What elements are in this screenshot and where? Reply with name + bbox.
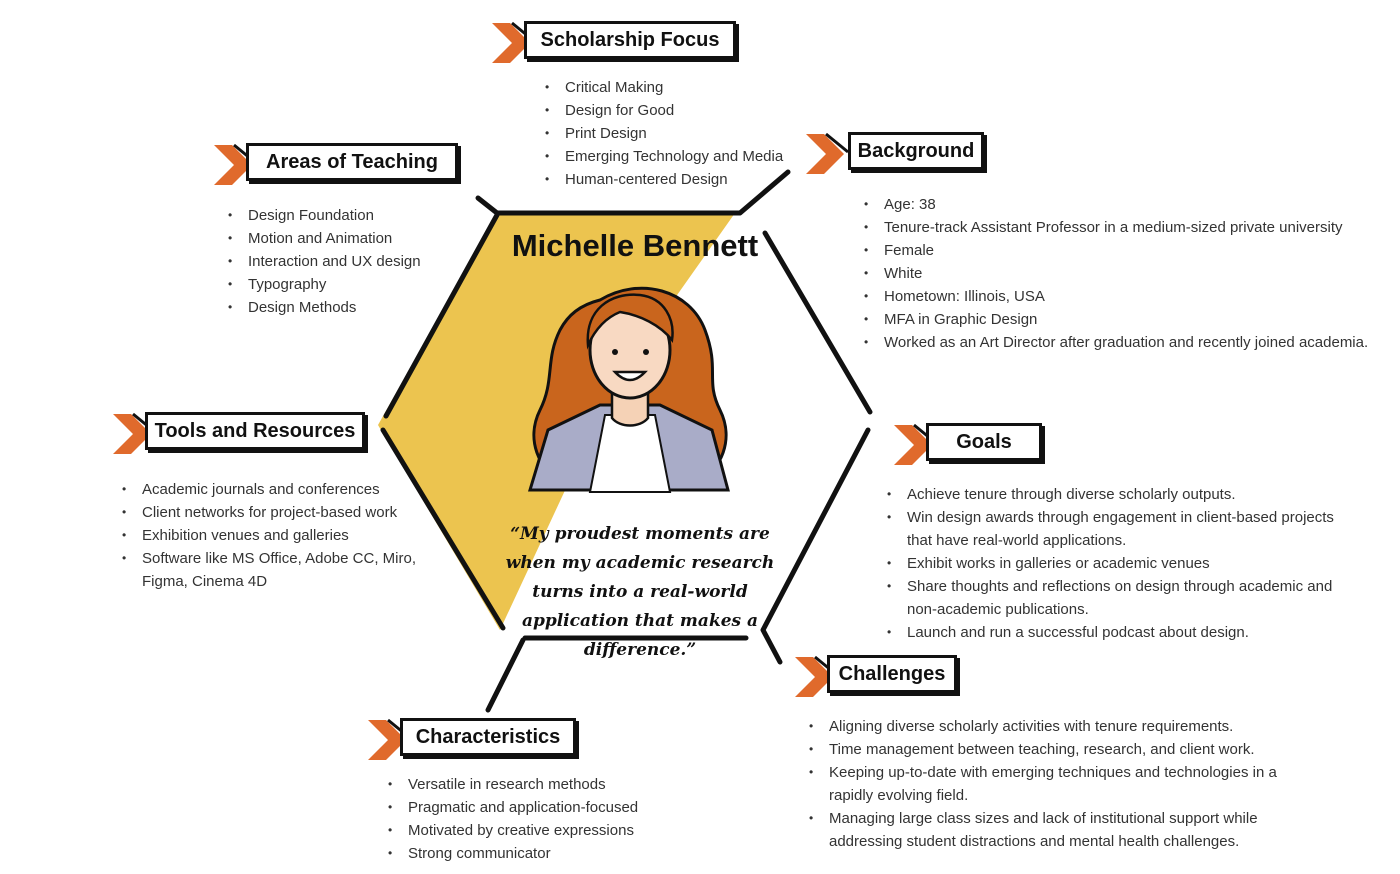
section-title-box: Scholarship Focus [524,21,736,59]
list-item: Achieve tenure through diverse scholarly… [885,483,1360,506]
woman-portrait-icon [527,286,730,493]
list-item: Tenure-track Assistant Professor in a me… [862,216,1382,239]
hexagon-edge-top [475,169,791,216]
list-item: Design Methods [226,296,466,319]
hexagon-edge-bottom-left [485,637,526,713]
list-item: Typography [226,273,466,296]
list-item: Academic journals and conferences [120,478,420,501]
list-item: Design Foundation [226,204,466,227]
hexagon-edge-right [760,427,871,665]
section-title-box: Challenges [827,655,957,693]
list-item: Launch and run a successful podcast abou… [885,621,1360,644]
list-item: Aligning diverse scholarly activities wi… [807,715,1297,738]
list-item: Pragmatic and application-focused [386,796,666,819]
list-item: Age: 38 [862,193,1382,216]
section-header-areas-of-teaching: Areas of Teaching [214,143,464,187]
characteristics-list: Versatile in research methods Pragmatic … [386,773,666,865]
list-item: Hometown: Illinois, USA [862,285,1382,308]
hexagon-edge-top-right [762,230,873,415]
hexagon-edge-left-lower [380,427,506,631]
list-item: Print Design [543,122,803,145]
list-item: Client networks for project-based work [120,501,420,524]
list-item: Motivated by creative expressions [386,819,666,842]
list-item: Time management between teaching, resear… [807,738,1297,761]
section-header-background: Background [806,132,986,176]
list-item: Emerging Technology and Media [543,145,803,168]
tools-and-resources-list: Academic journals and conferences Client… [120,478,420,593]
list-item: MFA in Graphic Design [862,308,1382,331]
areas-of-teaching-list: Design Foundation Motion and Animation I… [226,204,466,319]
list-item: Keeping up-to-date with emerging techniq… [807,761,1297,807]
section-title-box: Areas of Teaching [246,143,458,181]
list-item: Critical Making [543,76,803,99]
list-item: Exhibit works in galleries or academic v… [885,552,1360,575]
list-item: White [862,262,1382,285]
list-item: Human-centered Design [543,168,803,191]
background-list: Age: 38 Tenure-track Assistant Professor… [862,193,1382,354]
list-item: Strong communicator [386,842,666,865]
challenges-list: Aligning diverse scholarly activities wi… [807,715,1297,853]
section-header-characteristics: Characteristics [368,718,580,762]
scholarship-focus-list: Critical Making Design for Good Print De… [543,76,803,191]
section-header-challenges: Challenges [795,655,960,699]
list-item: Exhibition venues and galleries [120,524,420,547]
chevron-arrow-icon [806,132,849,174]
list-item: Managing large class sizes and lack of i… [807,807,1297,853]
list-item: Share thoughts and reflections on design… [885,575,1360,621]
list-item: Software like MS Office, Adobe CC, Miro,… [120,547,420,593]
section-header-scholarship-focus: Scholarship Focus [492,21,742,65]
persona-quote: “My proudest moments are when my academi… [505,524,775,660]
list-item: Worked as an Art Director after graduati… [862,331,1382,354]
section-header-goals: Goals [894,423,1044,467]
section-title-box: Tools and Resources [145,412,365,450]
section-header-tools-and-resources: Tools and Resources [113,412,368,456]
list-item: Interaction and UX design [226,250,466,273]
section-title-box: Goals [926,423,1042,461]
list-item: Win design awards through engagement in … [885,506,1360,552]
list-item: Design for Good [543,99,803,122]
goals-list: Achieve tenure through diverse scholarly… [885,483,1360,644]
list-item: Female [862,239,1382,262]
section-title-box: Background [848,132,984,170]
list-item: Versatile in research methods [386,773,666,796]
section-title-box: Characteristics [400,718,576,756]
list-item: Motion and Animation [226,227,466,250]
persona-name: Michelle Bennett [511,228,759,263]
